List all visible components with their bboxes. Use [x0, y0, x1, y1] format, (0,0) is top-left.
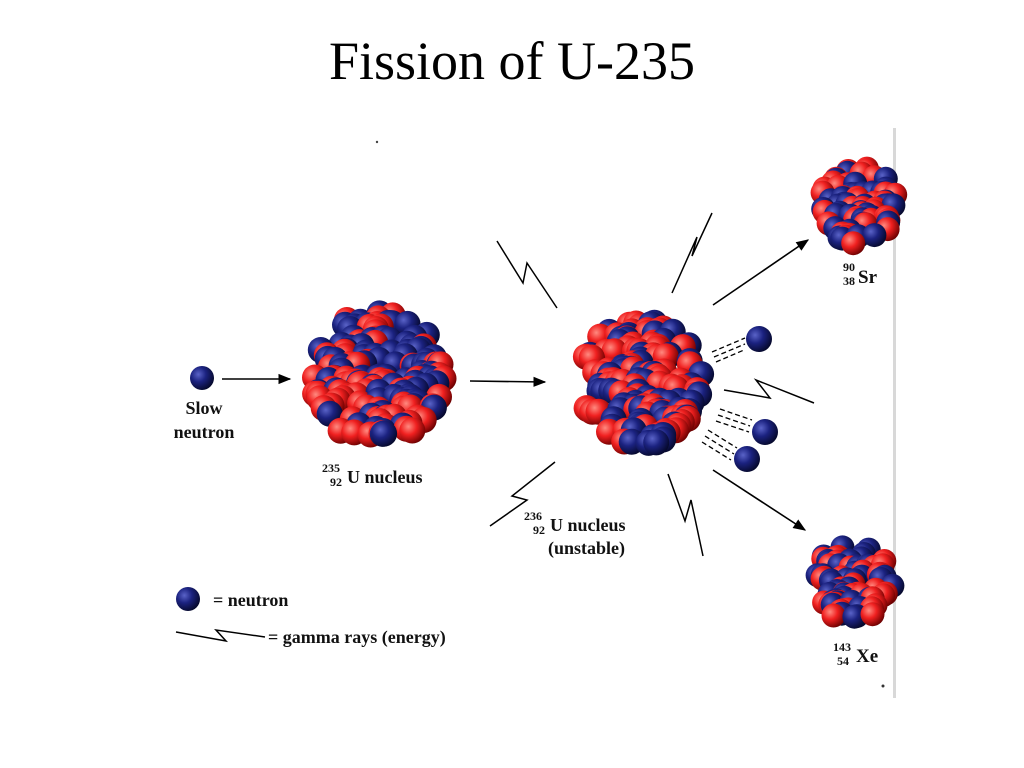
sr-mass-number: 90	[843, 260, 855, 274]
u236-label: 236 92 U nucleus (unstable)	[524, 509, 626, 559]
u236-text: U nucleus	[550, 515, 626, 535]
arrow-to-xe	[712, 469, 807, 531]
speck	[881, 684, 885, 688]
page-title: Fission of U-235	[328, 31, 696, 91]
proton-ball	[399, 417, 426, 444]
arrow-u235-to-u236	[469, 376, 547, 387]
xe-mass-number: 143	[833, 640, 851, 654]
legend: = neutron = gamma rays (energy)	[175, 587, 446, 648]
u235-atomic-number: 92	[330, 475, 342, 489]
u235-mass-number: 235	[322, 461, 340, 475]
neutron-ball	[862, 223, 887, 248]
xe143-nucleus	[805, 535, 905, 629]
gamma-ray-4	[489, 461, 556, 527]
u235-label: 235 92 U nucleus	[322, 461, 423, 489]
u235-text: U nucleus	[347, 467, 423, 487]
u236-atomic-number: 92	[533, 523, 545, 537]
speck	[375, 140, 379, 144]
gamma-ray-5	[667, 473, 704, 557]
proton-ball	[860, 602, 885, 627]
sr-atomic-number: 38	[843, 274, 855, 288]
xe-atomic-number: 54	[837, 654, 849, 668]
slow-neutron	[190, 366, 214, 390]
emitted-neutron-1	[711, 326, 772, 363]
image-edge	[893, 128, 896, 698]
emitted-neutron-3	[701, 429, 760, 472]
u236-mass-number: 236	[524, 509, 542, 523]
u235-nucleus	[302, 300, 457, 448]
sr90-nucleus	[810, 156, 908, 256]
legend-neutron-icon	[176, 587, 200, 611]
proton-ball	[841, 231, 866, 256]
gamma-ray-3	[723, 378, 815, 404]
xe-symbol: Xe	[856, 646, 878, 667]
u236-nucleus	[572, 309, 715, 456]
xe-label: 143 54 Xe	[833, 640, 878, 668]
legend-neutron-label: = neutron	[213, 590, 288, 610]
u236-state: (unstable)	[548, 538, 625, 559]
legend-gamma-label: = gamma rays (energy)	[268, 627, 446, 648]
neutron-ball	[371, 420, 398, 447]
emitted-neutron-2	[715, 408, 778, 445]
arrow-to-sr	[712, 239, 810, 306]
sr-symbol: Sr	[858, 267, 878, 288]
gamma-ray-1	[496, 240, 558, 309]
proton-ball	[821, 603, 846, 628]
slow-neutron-label-line1: Slow	[185, 398, 222, 418]
legend-gamma-icon	[175, 628, 266, 643]
slow-neutron-label-line2: neutron	[174, 422, 235, 442]
sr-label: 90 38 Sr	[843, 260, 878, 288]
neutron-ball	[643, 429, 670, 456]
neutron-ball	[842, 604, 867, 629]
gamma-ray-2	[671, 212, 713, 294]
